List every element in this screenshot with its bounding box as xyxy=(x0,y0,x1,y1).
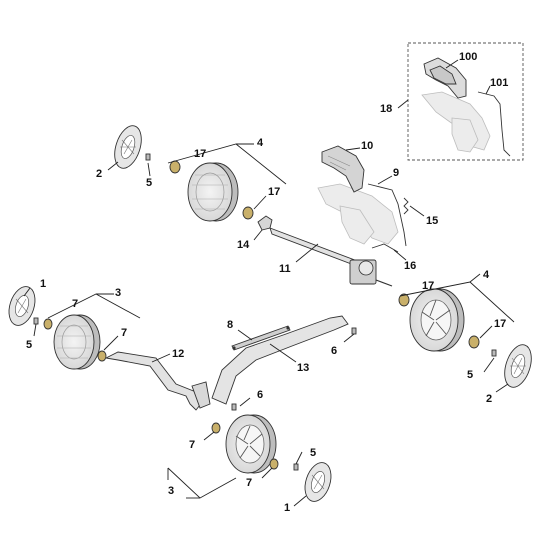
hub-cap-2-right xyxy=(504,344,532,388)
bushing-17 xyxy=(169,160,181,174)
spring-part-15 xyxy=(403,197,409,215)
callout-5b: 5 xyxy=(26,339,32,351)
callout-17b: 17 xyxy=(268,186,280,198)
callout-10: 10 xyxy=(361,140,373,152)
front-axle-part-12: 12 xyxy=(104,348,211,411)
callout-7d: 7 xyxy=(246,477,252,489)
screw-5-left xyxy=(33,317,39,325)
callout-13: 13 xyxy=(297,362,309,374)
rod-part-101 xyxy=(477,91,511,157)
screw-5 xyxy=(145,153,151,161)
wheel-assembly-3-left: 1 3 7 7 5 xyxy=(8,278,141,370)
tire-4-right xyxy=(409,288,465,352)
tire-3-bottom xyxy=(225,414,277,474)
tire-4-left xyxy=(187,162,239,222)
bushing-17d xyxy=(468,335,480,349)
hub-cap-1-bottom xyxy=(304,462,332,502)
tire-3-left xyxy=(53,314,101,370)
rod-part-9 xyxy=(367,183,407,247)
callout-14: 14 xyxy=(237,239,250,251)
bracket-part-10 xyxy=(321,145,365,193)
callout-1b: 1 xyxy=(284,502,290,514)
screw-6a xyxy=(351,327,357,335)
screw-5-right xyxy=(491,349,497,357)
callout-100: 100 xyxy=(459,51,477,63)
callout-7b: 7 xyxy=(121,327,127,339)
callout-7a: 7 xyxy=(72,298,78,310)
pin-part-16 xyxy=(371,243,399,253)
callout-101: 101 xyxy=(490,77,508,89)
callout-16: 16 xyxy=(404,260,416,272)
screw-6b xyxy=(231,403,237,411)
bushing-7c xyxy=(211,422,221,434)
hub-cap-1-left xyxy=(8,286,36,326)
callout-6b: 6 xyxy=(257,389,263,401)
callout-12: 12 xyxy=(172,348,184,360)
lever-part-13 xyxy=(211,315,349,405)
height-adjust-assembly: 10 9 15 16 11 xyxy=(269,140,438,287)
callout-17c: 17 xyxy=(422,280,434,292)
callout-5c: 5 xyxy=(467,369,473,381)
callout-15: 15 xyxy=(426,215,438,227)
callout-17a: 17 xyxy=(194,148,206,160)
callout-3a: 3 xyxy=(115,287,121,299)
bushing-7b xyxy=(97,350,107,362)
wheel-assembly-4-left: 17 4 17 2 5 xyxy=(96,125,287,222)
callout-5d: 5 xyxy=(310,447,316,459)
callout-8: 8 xyxy=(227,319,233,331)
clip-part-14: 14 xyxy=(237,215,273,251)
bushing-17c xyxy=(398,293,410,307)
bushing-7d xyxy=(269,458,279,470)
bushing-7a xyxy=(43,318,53,330)
callout-2a: 2 xyxy=(96,168,102,180)
callout-7c: 7 xyxy=(189,439,195,451)
hub-cap-2-left xyxy=(114,125,142,169)
callout-1a: 1 xyxy=(40,278,46,290)
bushing-17b xyxy=(242,206,254,220)
screw-5-bottom xyxy=(293,463,299,471)
callout-5a: 5 xyxy=(146,177,152,189)
callout-2b: 2 xyxy=(486,393,492,405)
wheel-assembly-3-bottom: 7 7 5 3 1 xyxy=(167,414,332,514)
lever-assembly: 8 13 6 6 xyxy=(211,315,357,411)
callout-11: 11 xyxy=(279,263,291,275)
callout-3b: 3 xyxy=(168,485,174,497)
wheel-assembly-4-right: 17 4 17 5 2 xyxy=(398,269,532,405)
callout-4a: 4 xyxy=(257,137,264,149)
callout-17d: 17 xyxy=(494,318,506,330)
callout-18: 18 xyxy=(380,103,392,115)
callout-6a: 6 xyxy=(331,345,337,357)
callout-4b: 4 xyxy=(483,269,490,281)
callout-9: 9 xyxy=(393,167,399,179)
inset-detail-box: 100 101 18 xyxy=(380,42,524,161)
axle-gear xyxy=(349,259,393,287)
